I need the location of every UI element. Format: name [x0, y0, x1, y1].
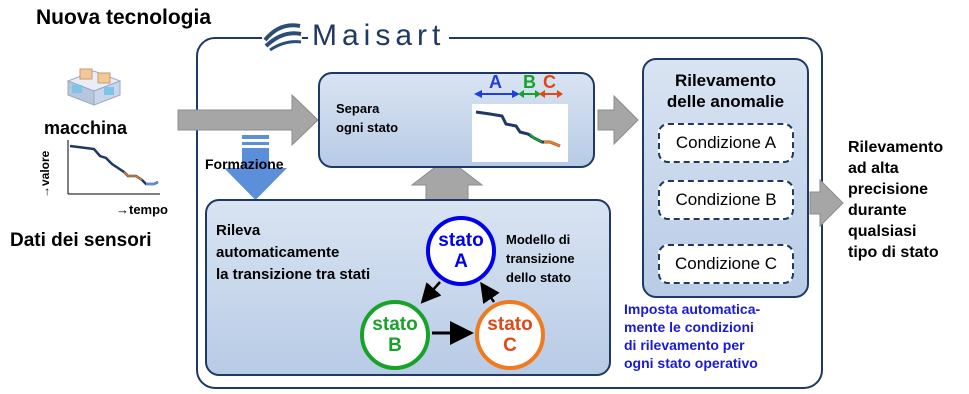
transition-label-line2: automaticamente: [216, 244, 340, 261]
separate-chart: [472, 104, 568, 162]
transition-label-line1: Rileva: [216, 222, 261, 239]
maisart-logo-icon: [262, 20, 302, 52]
segment-a-label: A: [489, 72, 502, 92]
result-line3: precisione: [848, 181, 929, 198]
auto-note-line4: ogni stato operativo: [624, 355, 758, 371]
result-text: Rilevamento ad alta precisione durante q…: [848, 137, 943, 263]
machine-icon: [62, 63, 126, 109]
brand-name: Maisart: [308, 18, 450, 54]
transition-label: Rileva automaticamente la transizione tr…: [216, 220, 370, 286]
result-line6: tipo di stato: [848, 244, 939, 261]
condition-b-box: Condizione B: [658, 180, 794, 220]
segment-c-label: C: [543, 72, 556, 92]
result-line2: ad alta: [848, 160, 899, 177]
training-label: Formazione: [205, 156, 284, 172]
transition-up-arrow: [410, 157, 484, 201]
condition-c-box: Condizione C: [658, 244, 794, 284]
state-b-word: stato: [372, 314, 418, 335]
detect-title-line1: Rilevamento: [674, 71, 777, 90]
auto-note-line2: mente le condizioni: [624, 319, 754, 335]
machine-label: macchina: [44, 118, 128, 138]
auto-note-line3: di rilevamento per: [624, 337, 745, 353]
separate-label-line1: Separa: [336, 101, 380, 116]
training-arrow-stripe: [242, 135, 269, 139]
segment-b-label: B: [523, 72, 536, 92]
result-line1: Rilevamento: [848, 139, 944, 156]
anomaly-detection-title: Rilevamento delle anomalie: [642, 70, 809, 112]
state-a-word: stato: [438, 230, 484, 251]
input-arrow: [177, 93, 319, 147]
state-c-node: stato C: [475, 300, 545, 370]
state-b-letter: B: [388, 335, 402, 356]
separate-to-detect-arrow: [597, 94, 639, 146]
model-label-line2: transizione: [506, 251, 575, 266]
model-label-line3: dello stato: [506, 270, 572, 285]
state-a-letter: A: [454, 251, 468, 272]
state-c-word: stato: [487, 314, 533, 335]
auto-note-line1: Imposta automatica-: [624, 301, 761, 317]
detect-title-line2: delle anomalie: [666, 92, 785, 111]
result-line5: qualsiasi: [848, 223, 917, 240]
arrow-a-to-b: [420, 281, 442, 304]
sensor-chart: [66, 140, 162, 196]
condition-a-box: Condizione A: [658, 123, 794, 163]
transition-label-line3: la transizione tra stati: [216, 266, 371, 283]
result-line4: durante: [848, 202, 907, 219]
arrow-c-to-a: [480, 281, 500, 305]
x-axis-label: →tempo: [116, 202, 168, 217]
output-arrow: [809, 178, 844, 228]
model-label-line1: Modello di: [506, 232, 571, 247]
page-title: Nuova tecnologia: [36, 6, 212, 29]
auto-condition-note: Imposta automatica- mente le condizioni …: [624, 300, 760, 372]
transition-model-label: Modello di transizione dello stato: [506, 230, 575, 287]
training-arrow: [224, 148, 287, 200]
state-a-node: stato A: [426, 216, 496, 286]
state-b-node: stato B: [360, 300, 430, 370]
separate-label-line2: ogni stato: [336, 120, 399, 135]
state-c-letter: C: [503, 335, 517, 356]
sensor-data-caption: Dati dei sensori: [10, 230, 152, 251]
separate-label: Separa ogni stato: [336, 99, 398, 137]
